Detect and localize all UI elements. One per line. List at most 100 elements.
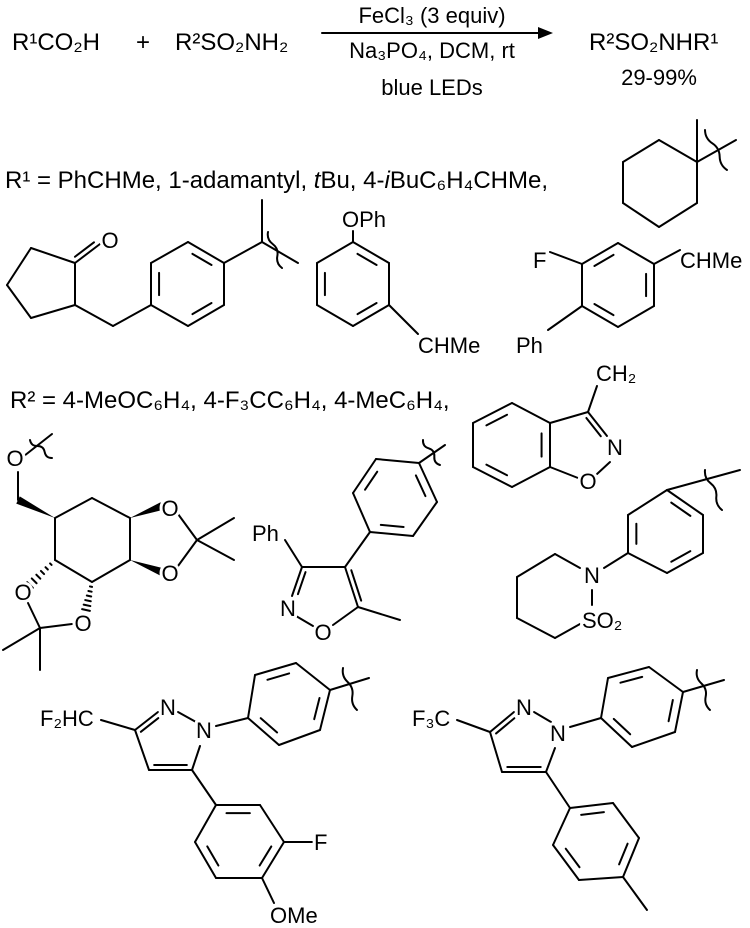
double-bond-inner: [414, 474, 427, 498]
wedge-bond: [130, 502, 164, 518]
benzene-bond: [187, 304, 225, 327]
double-bond-inner: [206, 845, 220, 867]
single-bond: [653, 249, 681, 265]
ketone-oxygen-label: O: [101, 228, 118, 253]
cyclopentane-bond: [6, 284, 32, 319]
single-bond: [261, 877, 275, 904]
single-bond: [74, 243, 101, 264]
chme-label: CHMe: [418, 333, 480, 358]
double-bond-inner: [191, 252, 213, 266]
single-bond: [177, 539, 198, 567]
double-bond-inner: [191, 302, 213, 316]
reactant-sulfonamide: R²SO₂NH₂: [175, 29, 288, 56]
sultam-nitrogen-label: N: [584, 563, 600, 588]
sulfonyl-label: SO₂: [582, 608, 622, 633]
benzene-bond: [369, 531, 414, 537]
double-bond-inner: [593, 303, 615, 317]
single-bond: [666, 469, 741, 491]
benzisoxazole-oxygen-label: O: [579, 469, 596, 494]
cyclohexane-bond: [54, 559, 93, 583]
double-bond-inner: [670, 501, 692, 517]
single-bond: [177, 513, 198, 541]
wavy-bond-icon: [29, 439, 53, 460]
benzene-bond: [627, 552, 668, 574]
single-bond: [622, 876, 648, 911]
single-bond: [177, 711, 197, 723]
ether-oxygen-label: O: [6, 446, 23, 471]
plus-sign: +: [136, 29, 150, 56]
hash-bond: [39, 569, 46, 576]
dioxolane-oxygen-label: O: [161, 561, 178, 586]
benzene-bond: [194, 804, 217, 843]
benzene-bond: [600, 677, 609, 719]
single-bond: [489, 711, 515, 733]
single-bond: [554, 623, 581, 639]
double-bond-inner: [258, 845, 273, 867]
dioxolane-oxygen-label: O: [74, 611, 91, 636]
r1-text: R¹ = PhCHMe, 1-adamantyl,: [5, 167, 314, 194]
pyrazole-nitrogen-label: N: [516, 695, 532, 720]
arrow-head-icon: [538, 27, 553, 39]
double-bond-inner: [618, 842, 629, 866]
benzisoxazole-nitrogen-label: N: [607, 435, 623, 460]
chme-label: CHMe: [680, 248, 742, 273]
single-bond: [291, 566, 303, 597]
benzene-bond: [648, 666, 684, 693]
benzene-bond: [472, 466, 513, 488]
double-bond-inner: [485, 463, 509, 477]
benzene-bond: [472, 402, 513, 424]
single-bond: [545, 771, 571, 809]
double-bond-inner: [296, 571, 307, 596]
benzene-bond: [418, 462, 438, 503]
single-bond: [569, 717, 602, 728]
r1-text: Bu, 4-: [320, 167, 384, 194]
cyclohexane-bond: [91, 559, 131, 583]
benzene-bond: [511, 466, 551, 488]
reactant-carboxylic-acid: R¹CO₂H: [12, 29, 100, 56]
cyclopentane-bond: [6, 247, 32, 286]
double-bond-inner: [379, 523, 405, 529]
single-bond: [587, 411, 608, 437]
benzene-bond: [412, 501, 438, 537]
double-bond-inner: [266, 672, 291, 681]
single-bond: [357, 606, 401, 621]
benzene-bond: [319, 689, 331, 731]
reagent-below-arrow: Na₃PO₄, DCM, rt: [349, 38, 515, 63]
benzene-bond: [259, 804, 285, 843]
single-bond: [418, 444, 446, 464]
single-bond: [191, 745, 201, 771]
wedge-bond: [130, 560, 164, 576]
single-bond: [332, 606, 359, 626]
double-bond-inner: [139, 717, 160, 733]
double-bond-inner: [585, 416, 602, 438]
benzene-bond: [617, 305, 655, 328]
double-bond-inner: [670, 550, 692, 563]
difluoromethyl-label: F₂HC: [40, 706, 94, 731]
single-bond: [112, 304, 152, 327]
benzene-bond: [600, 717, 633, 748]
single-bond: [344, 531, 371, 568]
double-bond-inner: [313, 696, 321, 721]
r1-definition: R¹ = PhCHMe, 1-adamantyl, tBu, 4-iBuC₆H₄…: [5, 167, 548, 194]
benzene-bond: [295, 662, 331, 691]
benzene-bond: [666, 489, 704, 516]
hash-bond: [35, 573, 42, 580]
wavy-bond-icon: [704, 129, 728, 171]
single-bond: [549, 411, 589, 424]
single-bond: [196, 539, 235, 561]
double-bond-inner: [356, 252, 378, 266]
fluoro-label: F: [314, 830, 327, 855]
double-bond-inner: [259, 717, 279, 734]
benzene-bond: [316, 241, 354, 264]
benzene-bond: [278, 729, 321, 746]
single-bond: [549, 466, 579, 479]
reaction-condition: blue LEDs: [381, 75, 483, 100]
benzene-bond: [352, 241, 390, 264]
single-bond: [223, 241, 263, 264]
benzene-bond: [627, 489, 668, 516]
single-bond: [196, 517, 235, 541]
hash-bond: [84, 599, 92, 603]
single-bond: [261, 241, 299, 264]
benzene-bond: [607, 666, 650, 679]
